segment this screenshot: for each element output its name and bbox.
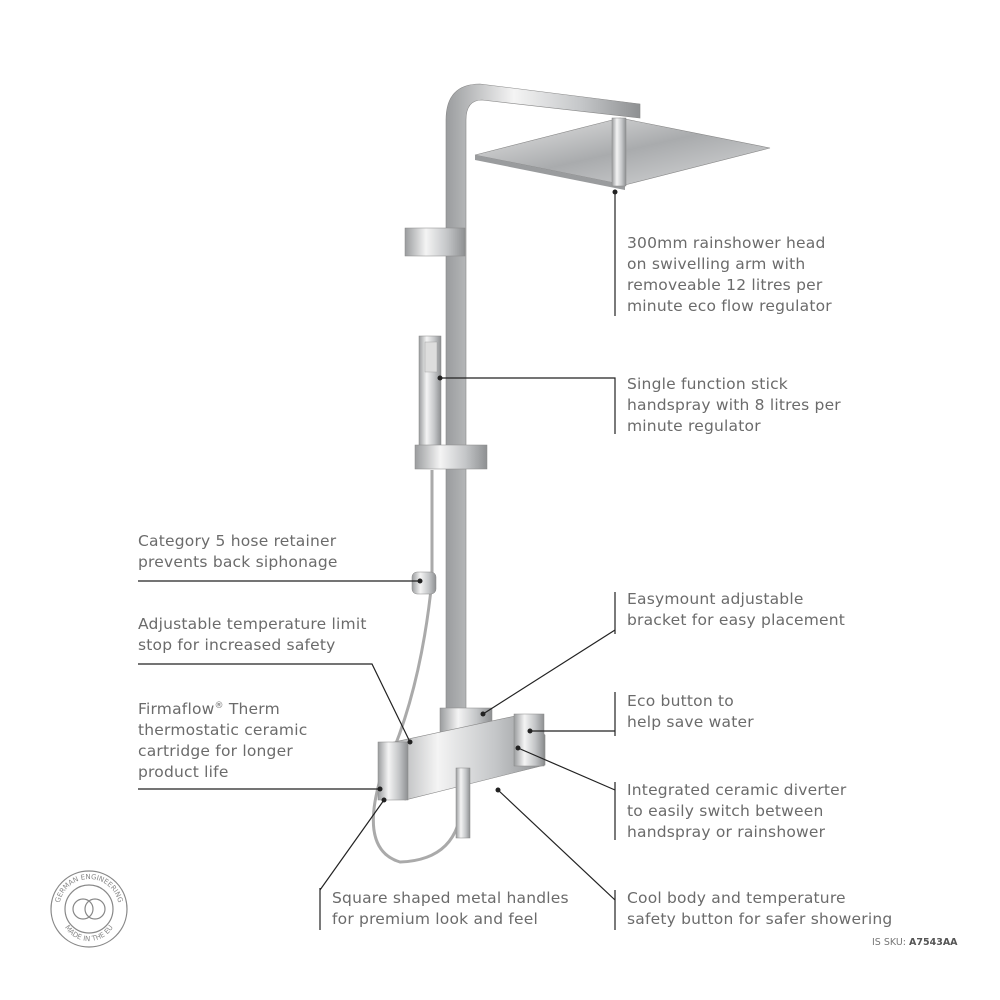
german-engineering-badge: [50, 870, 128, 948]
callout-bracket: Easymount adjustable bracket for easy pl…: [627, 590, 846, 629]
hose-retainer: [411, 571, 437, 595]
registered-mark: ®: [214, 701, 224, 711]
rainshower-head: [474, 117, 771, 190]
sku-value: A7543AA: [909, 937, 958, 948]
wall-bracket: [404, 227, 466, 257]
callout-hose-retainer: Category 5 hose retainer prevents back s…: [138, 532, 338, 571]
svg-text:MADE IN THE EU: MADE IN THE EU: [63, 924, 115, 943]
sku-prefix: IS SKU:: [872, 937, 910, 948]
badge-top-text: GERMAN ENGINEERING: [54, 873, 125, 904]
slider-holder: [414, 444, 488, 470]
leader-lines: [138, 192, 616, 930]
callout-diverter: Integrated ceramic diverter to easily sw…: [627, 781, 847, 841]
badge-text: GERMAN ENGINEERING MADE IN THE EU: [54, 873, 125, 943]
brand-name: Firmaflow: [138, 700, 215, 719]
cartridge-text: Therm thermostatic ceramic cartridge for…: [138, 700, 308, 782]
callout-cartridge: Firmaflow® Therm thermostatic ceramic ca…: [138, 696, 307, 783]
callout-cool-body: Cool body and temperature safety button …: [627, 889, 893, 928]
riser-rail: [445, 83, 641, 761]
callout-rainshower: 300mm rainshower head on swivelling arm …: [627, 234, 832, 315]
callout-handspray: Single function stick handspray with 8 l…: [627, 375, 841, 435]
svg-text:GERMAN ENGINEERING: GERMAN ENGINEERING: [54, 873, 125, 904]
callout-eco-button: Eco button to help save water: [627, 692, 754, 731]
badge-bottom-text: MADE IN THE EU: [63, 924, 115, 943]
callout-temp-limit: Adjustable temperature limit stop for in…: [138, 615, 367, 654]
stick-handspray: [418, 335, 442, 457]
thermostatic-bar: [377, 707, 546, 839]
leader-dots: [377, 189, 618, 803]
sku-label: IS SKU: A7543AA: [872, 937, 958, 948]
callout-handles: Square shaped metal handles for premium …: [332, 889, 569, 928]
